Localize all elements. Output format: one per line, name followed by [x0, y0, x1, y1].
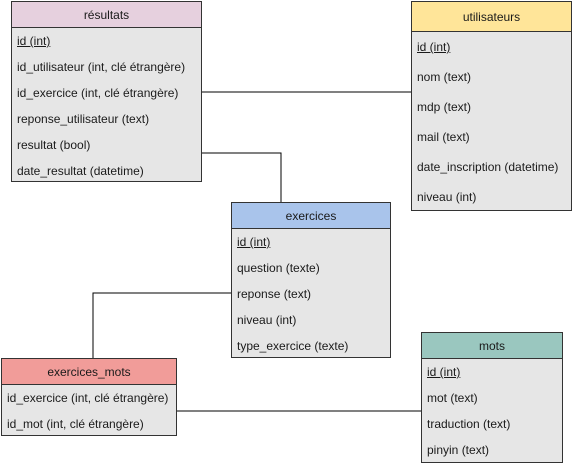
field-exercices-mots-id-exercice: id_exercice (int, clé étrangère): [7, 391, 169, 405]
field-utilisateurs-date-inscription: date_inscription (datetime): [417, 160, 559, 174]
field-utilisateurs-niveau: niveau (int): [417, 190, 477, 204]
connector-exercices-exercices-mots: [92, 292, 231, 358]
field-resultats-id: id (int): [17, 34, 51, 48]
field-mots-traduction: traduction (text): [427, 417, 511, 431]
field-resultats-id-exercice: id_exercice (int, clé étrangère): [17, 86, 179, 100]
field-resultats-date-resultat: date_resultat (datetime): [17, 164, 144, 178]
entity-utilisateurs-header: utilisateurs: [412, 2, 571, 32]
field-utilisateurs-nom: nom (text): [417, 70, 472, 84]
entity-resultats-header: résultats: [12, 2, 201, 28]
entity-mots[interactable]: mots id (int) mot (text) traduction (tex…: [421, 332, 563, 463]
entity-utilisateurs[interactable]: utilisateurs id (int) nom (text) mdp (te…: [411, 1, 572, 211]
field-resultats-reponse-utilisateur: reponse_utilisateur (text): [17, 112, 150, 126]
field-exercices-reponse: reponse (text): [237, 287, 312, 301]
field-exercices-mots-id-mot: id_mot (int, clé étrangère): [7, 417, 144, 431]
entity-mots-header: mots: [422, 333, 562, 359]
field-resultats-id-utilisateur: id_utilisateur (int, clé étrangère): [17, 60, 186, 74]
field-utilisateurs-id: id (int): [417, 40, 451, 54]
field-utilisateurs-mdp: mdp (text): [417, 100, 472, 114]
field-exercices-question: question (texte): [237, 261, 320, 275]
field-mots-pinyin: pinyin (text): [427, 443, 490, 457]
entity-exercices-mots-header: exercices_mots: [2, 359, 176, 385]
field-utilisateurs-mail: mail (text): [417, 130, 470, 144]
connector-resultats-exercices: [202, 152, 282, 202]
entity-exercices-header: exercices: [232, 203, 390, 229]
field-mots-id: id (int): [427, 365, 461, 379]
entity-resultats[interactable]: résultats id (int) id_utilisateur (int, …: [11, 1, 202, 182]
field-exercices-id: id (int): [237, 235, 271, 249]
entity-exercices[interactable]: exercices id (int) question (texte) repo…: [231, 202, 391, 358]
entity-exercices-mots[interactable]: exercices_mots id_exercice (int, clé étr…: [1, 358, 177, 436]
field-exercices-niveau: niveau (int): [237, 313, 297, 327]
field-exercices-type-exercice: type_exercice (texte): [237, 339, 349, 353]
field-mots-mot: mot (text): [427, 391, 478, 405]
field-resultats-resultat: resultat (bool): [17, 138, 91, 152]
